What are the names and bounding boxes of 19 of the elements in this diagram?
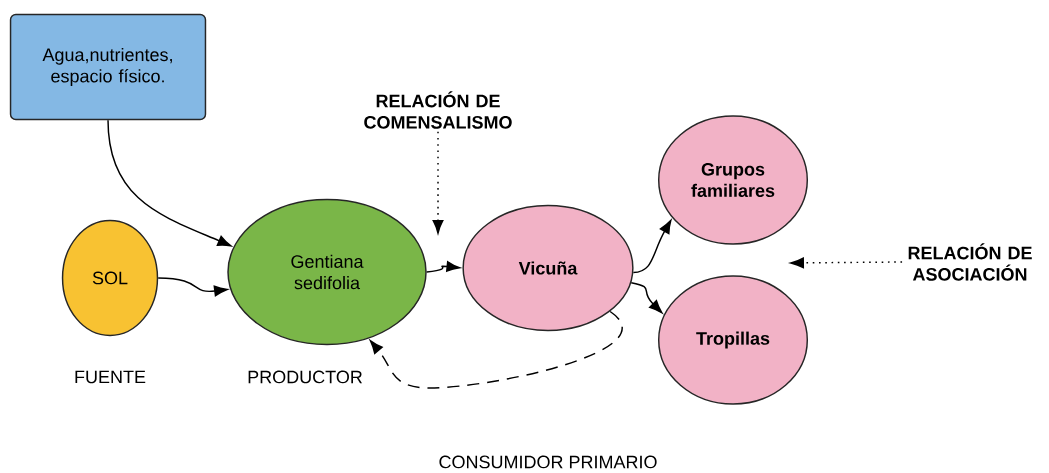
- arrow: [630, 281, 663, 314]
- dashed-arrow: [369, 310, 623, 389]
- ellipse-node: Gentiana sedifolia: [227, 198, 427, 346]
- ellipse-node: Tropillas: [657, 275, 809, 405]
- relation-label: RELACIÓN DE ASOCIACIÓN: [908, 243, 1032, 281]
- arrow: [107, 119, 232, 247]
- ellipse-node: Grupos familiares: [657, 115, 809, 245]
- ellipse-node: Vicuña: [462, 204, 634, 332]
- node-caption: PRODUCTOR: [248, 370, 362, 384]
- ellipse-node: SOL: [61, 219, 159, 337]
- node-caption: FUENTE: [75, 370, 146, 384]
- rounded-box: Agua,nutrientes, espacio físico.: [9, 13, 207, 121]
- arrow: [426, 261, 461, 273]
- dotted-arrow: [790, 257, 903, 269]
- dotted-arrow: [432, 130, 444, 234]
- caption-text: CONSUMIDOR PRIMARIO: [439, 455, 657, 469]
- relation-label: RELACIÓN DE COMENSALISMO: [364, 91, 512, 129]
- arrow: [632, 219, 672, 274]
- arrow: [157, 277, 228, 297]
